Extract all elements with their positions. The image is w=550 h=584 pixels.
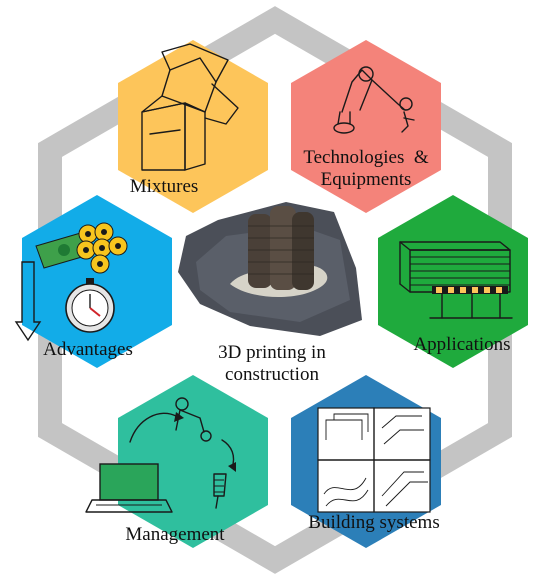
- label-advantages: Advantages: [43, 339, 133, 360]
- robotic-arm-icon: [333, 66, 415, 134]
- wall-systems-icon: [317, 407, 431, 513]
- label-mixtures: Mixtures: [130, 176, 199, 197]
- outer-ring: [38, 6, 512, 574]
- segment-technologies: Technologies & Equipments: [291, 40, 441, 213]
- printed-structure: [248, 206, 314, 290]
- segment-management: Management: [85, 375, 268, 548]
- hex-advantages: [22, 195, 172, 368]
- label-technologies-line2: Equipments: [321, 169, 412, 190]
- center-title-line2: construction: [225, 364, 319, 385]
- hex-technologies: [291, 40, 441, 213]
- segment-mixtures: Mixtures: [118, 40, 268, 213]
- hex-management: [118, 375, 268, 548]
- label-applications: Applications: [413, 334, 510, 355]
- hex-applications: [378, 195, 528, 368]
- money-clock-icon: [14, 222, 128, 342]
- label-building-systems: Building systems: [308, 512, 439, 533]
- segment-building-systems: Building systems: [291, 375, 441, 548]
- concrete-mixer-icon: [141, 43, 239, 171]
- segment-advantages: Advantages: [14, 195, 172, 368]
- segment-applications: Applications: [378, 195, 528, 368]
- center-photo: [178, 202, 362, 336]
- building-structure-icon: [399, 241, 513, 319]
- label-management: Management: [125, 524, 225, 545]
- label-technologies-line1: Technologies &: [303, 147, 429, 168]
- center-title-line1: 3D printing in: [218, 342, 326, 363]
- laptop-robot-icon: [85, 397, 236, 513]
